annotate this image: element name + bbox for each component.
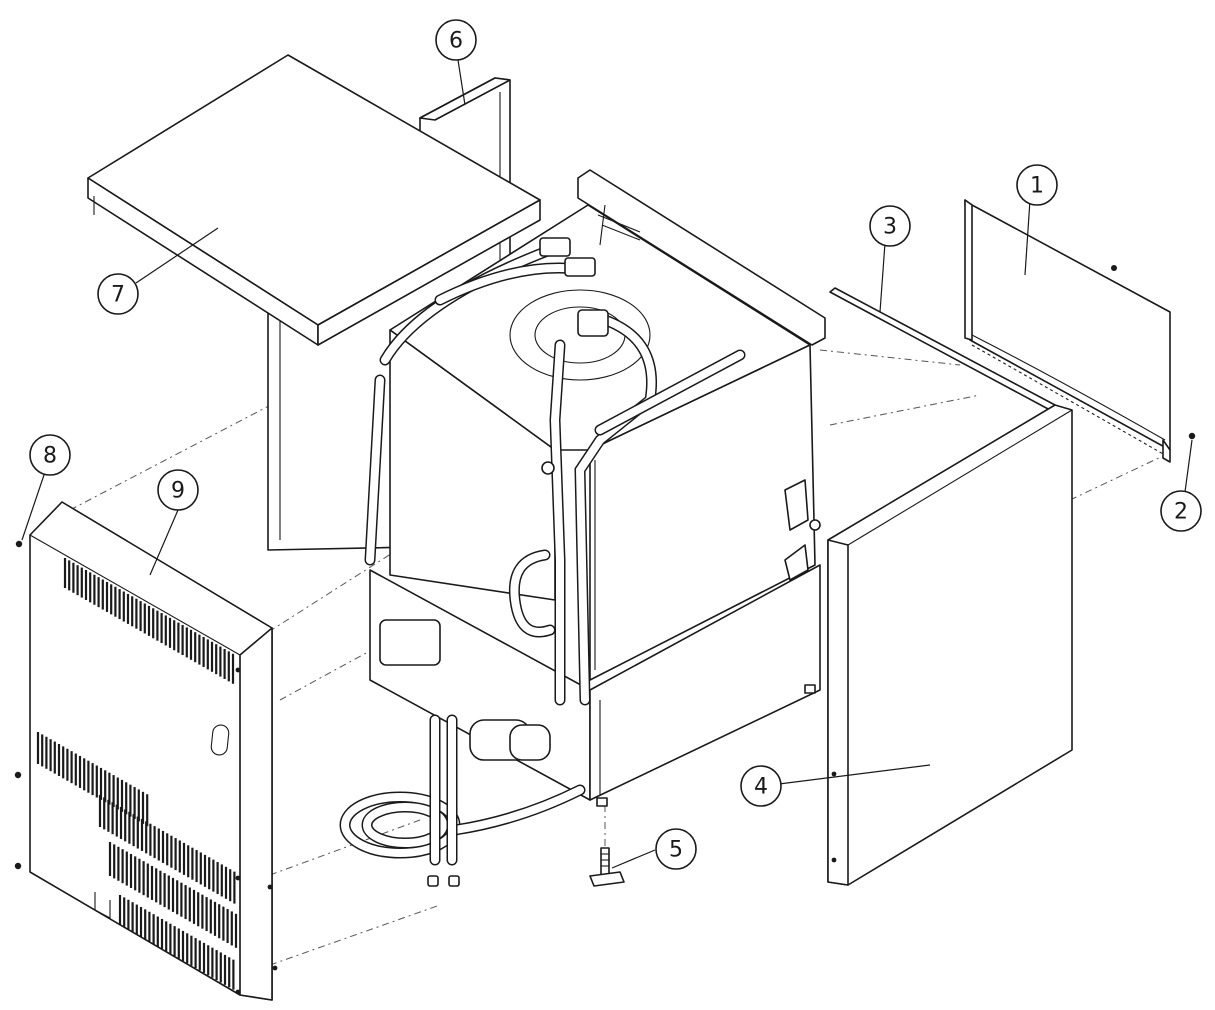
callout-6: 6 [435, 19, 477, 61]
callout-8: 8 [29, 434, 71, 476]
vent-grille-bottom [36, 732, 238, 990]
front-panel-part [29, 501, 273, 1001]
top-lid-part [87, 54, 541, 346]
svg-text:1: 1 [1030, 174, 1044, 199]
side-panel-part [827, 404, 1073, 886]
svg-text:6: 6 [449, 29, 463, 54]
vent-grille-top [63, 558, 235, 684]
callout-7: 7 [97, 273, 139, 315]
svg-text:2: 2 [1174, 500, 1188, 525]
callout-9: 9 [157, 469, 199, 511]
svg-text:4: 4 [754, 775, 768, 800]
callout-2: 2 [1160, 490, 1202, 532]
svg-text:5: 5 [669, 838, 683, 863]
svg-text:9: 9 [171, 479, 185, 504]
machine-body [364, 169, 826, 807]
back-cover-screw [1188, 432, 1196, 440]
callout-1: 1 [1016, 164, 1058, 206]
drain-hose-coil [339, 714, 586, 887]
callout-4: 4 [740, 765, 782, 807]
callout-3: 3 [869, 205, 911, 247]
adjustable-foot-part [589, 847, 625, 887]
callout-5: 5 [655, 828, 697, 870]
back-cover-part [964, 199, 1171, 463]
svg-text:3: 3 [883, 215, 897, 240]
svg-text:8: 8 [43, 444, 57, 469]
leader-lines [21, 59, 1193, 869]
panel-screws [14, 540, 278, 995]
svg-text:7: 7 [111, 283, 125, 308]
